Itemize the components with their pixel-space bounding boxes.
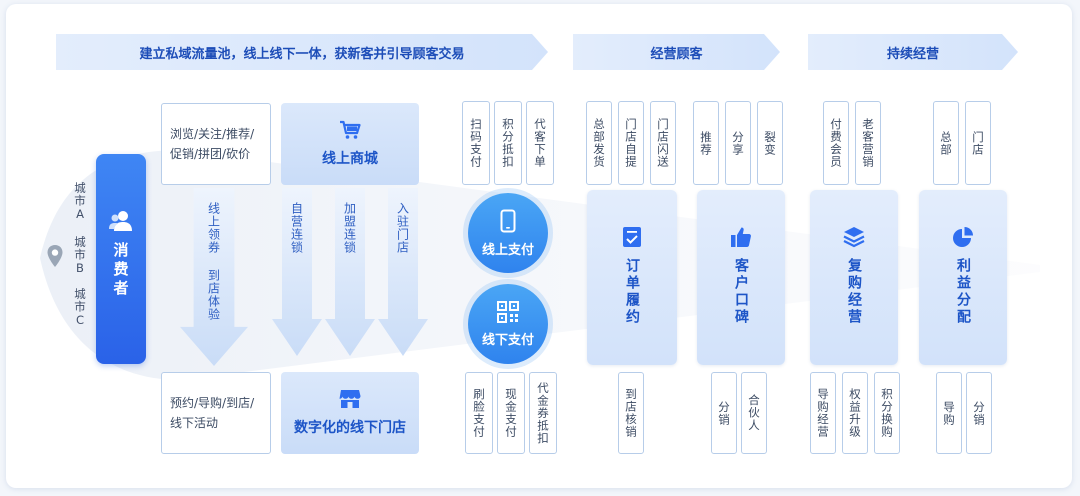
tag-voucher-deduct: 代金券抵扣 [529, 372, 557, 454]
tag-shopping-guide: 导购 [936, 372, 962, 454]
banner-acquire: 建立私域流量池，线上线下一体，获新客并引导顾客交易 [56, 34, 548, 70]
city-b: 城市B [73, 236, 87, 276]
top-activity-label: 浏览/关注/推荐/促销/拼团/砍价 [170, 127, 255, 161]
bottom-activity-box: 预约/导购/到店/线下活动 [161, 372, 271, 454]
top-activity-box: 浏览/关注/推荐/促销/拼团/砍价 [161, 103, 271, 185]
location-pin-icon [46, 244, 64, 268]
tag-face-pay: 刷脸支付 [465, 372, 493, 454]
qr-code-icon [497, 300, 519, 323]
banner-manage-customers: 经营顾客 [573, 34, 780, 70]
tag-scan-pay: 扫码支付 [462, 101, 490, 185]
offline-store-box: 数字化的线下门店 [281, 372, 419, 454]
pillar-profit-sharing: 利益分配 [919, 190, 1007, 365]
tag-recommend: 推荐 [693, 101, 719, 185]
offline-store-label: 数字化的线下门店 [294, 420, 406, 436]
pillar-repurchase-label: 复购经营 [846, 258, 862, 326]
arrow-self-operated-label: 自营连锁 [289, 202, 304, 254]
banner-manage-customers-label: 经营顾客 [650, 46, 703, 62]
tag-order-for-customer: 代客下单 [526, 101, 554, 185]
offline-pay-label: 线下支付 [481, 332, 534, 348]
tag-headquarters: 总部 [933, 101, 959, 185]
tag-benefit-upgrade: 权益升级 [842, 372, 868, 454]
consumer-label: 消费者 [111, 242, 130, 299]
banner-sustained-label: 持续经营 [886, 46, 939, 62]
tag-paid-membership: 付费会员 [823, 101, 849, 185]
pillar-repurchase: 复购经营 [810, 190, 898, 365]
pillar-order-fulfillment-label: 订单履约 [624, 258, 640, 326]
layers-icon [843, 227, 865, 248]
user-group-icon [109, 211, 132, 231]
shopping-cart-icon [340, 120, 361, 139]
banner-acquire-label: 建立私域流量池，线上线下一体，获新客并引导顾客交易 [139, 46, 465, 62]
tag-share: 分享 [725, 101, 751, 185]
pillar-order-fulfillment: 订单履约 [587, 190, 677, 365]
online-mall-box: 线上商城 [281, 103, 419, 185]
tag-cash-pay: 现金支付 [497, 372, 525, 454]
bottom-activity-label: 预约/导购/到店/线下活动 [170, 396, 255, 430]
arrow-coupon-label: 线上领券 到店体验 [206, 202, 221, 321]
tag-store: 门店 [965, 101, 991, 185]
tag-distribution: 分销 [711, 372, 737, 454]
arrow-settled-label: 入驻门店 [395, 202, 410, 254]
pillar-customer-reputation-label: 客户口碑 [733, 258, 749, 326]
tag-points-deduct: 积分抵扣 [494, 101, 522, 185]
storefront-icon [339, 390, 361, 408]
online-pay-label: 线上支付 [481, 242, 534, 258]
tag-store-flash-delivery: 门店闪送 [650, 101, 676, 185]
tag-hq-shipping: 总部发货 [586, 101, 612, 185]
tag-in-store-verify: 到店核销 [618, 372, 644, 454]
tag-shopping-guide-ops: 导购经营 [810, 372, 836, 454]
pie-chart-icon [953, 227, 973, 247]
online-pay-circle: 线上支付 [468, 193, 548, 273]
tag-fission: 裂变 [757, 101, 783, 185]
city-c: 城市C [73, 288, 87, 328]
arrow-franchise-label: 加盟连锁 [342, 202, 357, 254]
thumbs-up-icon [731, 227, 751, 247]
tag-partner: 合伙人 [741, 372, 767, 454]
banner-sustained: 持续经营 [808, 34, 1018, 70]
phone-icon [500, 209, 516, 232]
pillar-customer-reputation: 客户口碑 [697, 190, 785, 365]
tag-returning-customer-marketing: 老客营销 [855, 101, 881, 185]
pillar-profit-sharing-label: 利益分配 [955, 258, 971, 326]
tag-points-exchange: 积分换购 [874, 372, 900, 454]
offline-pay-circle: 线下支付 [468, 284, 548, 364]
tag-store-pickup: 门店自提 [618, 101, 644, 185]
city-a: 城市A [73, 182, 87, 222]
online-mall-label: 线上商城 [322, 151, 378, 167]
order-check-icon [623, 227, 641, 247]
tag-distribution-2: 分销 [966, 372, 992, 454]
consumer-bar: 消费者 [96, 154, 146, 364]
